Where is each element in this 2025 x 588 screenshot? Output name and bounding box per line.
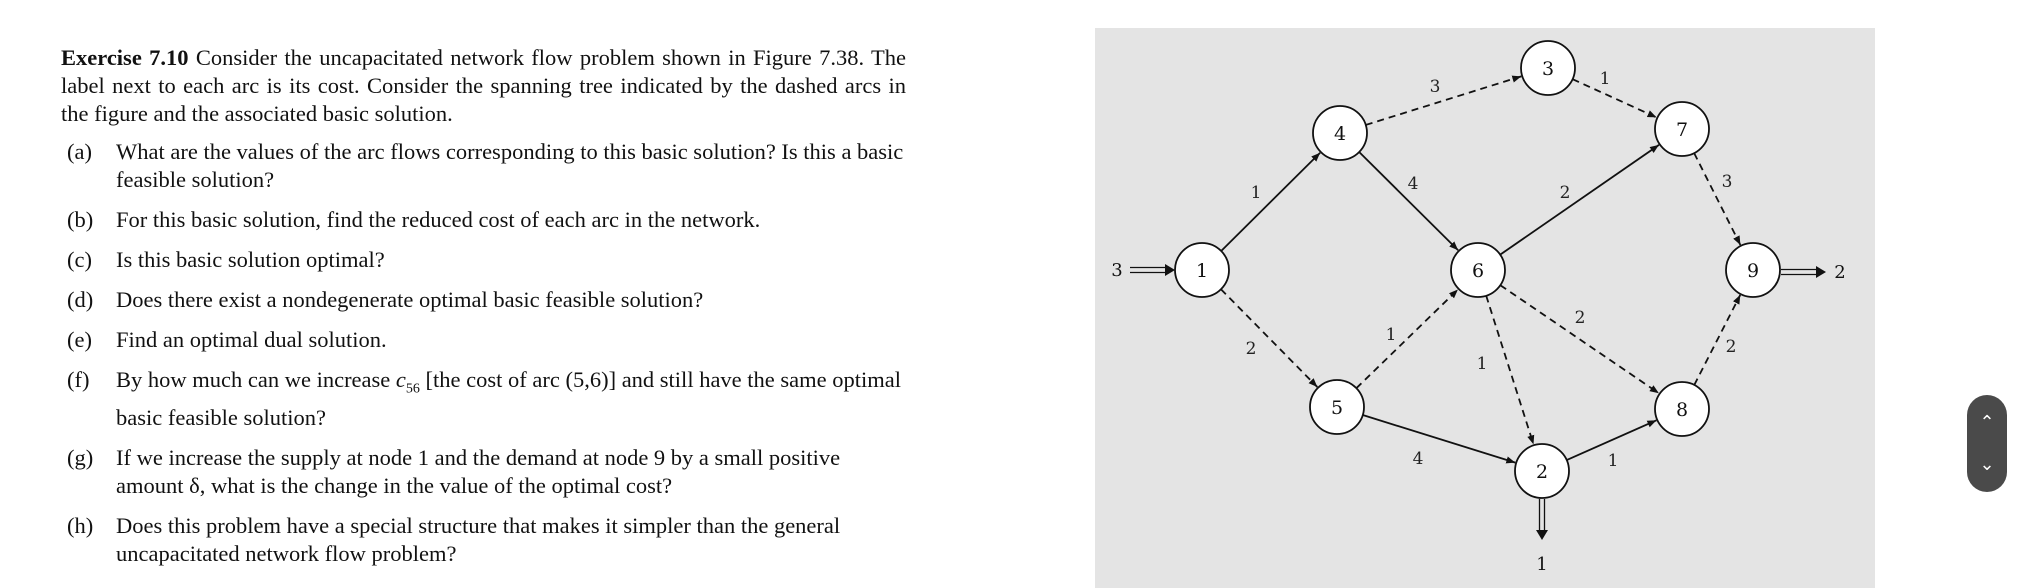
node-4: 4 xyxy=(1312,105,1368,161)
arc-cost-label: 4 xyxy=(1408,174,1419,194)
node-7: 7 xyxy=(1654,101,1710,157)
arc-1-5 xyxy=(1220,288,1318,388)
item-text: Is this basic solution optimal? xyxy=(116,247,385,272)
exercise-item: (d) Does there exist a nondegenerate opti… xyxy=(61,286,906,314)
item-text: By how much can we increase c56 [the cos… xyxy=(116,367,901,430)
node-label: 1 xyxy=(1196,260,1208,282)
node-2: 2 xyxy=(1514,443,1570,499)
arc-cost-label: 2 xyxy=(1560,183,1571,203)
demand-arrow-9 xyxy=(1781,266,1826,278)
arc-7-9 xyxy=(1693,152,1742,246)
node-5: 5 xyxy=(1309,379,1365,435)
flow-amount-label: 1 xyxy=(1536,554,1547,575)
node-label: 3 xyxy=(1542,58,1554,80)
arc-cost-label: 2 xyxy=(1575,308,1586,328)
arc-cost-label: 1 xyxy=(1251,183,1262,203)
item-text: Does this problem have a special structu… xyxy=(116,512,841,566)
exercise-item: (g) If we increase the supply at node 1 a… xyxy=(61,444,906,500)
node-6: 6 xyxy=(1450,242,1506,298)
exercise-intro: Exercise 7.10 Consider the uncapacitated… xyxy=(61,44,906,128)
arc-cost-label: 1 xyxy=(1608,451,1619,471)
arc-cost-label: 1 xyxy=(1477,354,1488,374)
arc-6-7 xyxy=(1499,144,1660,256)
arc-cost-label: 2 xyxy=(1246,339,1257,359)
arc-8-9 xyxy=(1693,294,1742,386)
exercise-label: Exercise 7.10 xyxy=(61,45,189,70)
item-text: What are the values of the arc flows cor… xyxy=(116,139,904,192)
flow-amount-label: 3 xyxy=(1111,260,1122,281)
exercise-item: (h) Does this problem have a special stru… xyxy=(61,512,906,568)
exercise-item: (a) What are the values of the arc flows … xyxy=(61,138,906,194)
node-9: 9 xyxy=(1725,242,1781,298)
item-label: (c) xyxy=(67,247,92,272)
flow-amount-label: 2 xyxy=(1834,262,1845,283)
node-label: 6 xyxy=(1472,260,1484,282)
demand-arrow-2 xyxy=(1536,499,1548,540)
item-text: Does there exist a nondegenerate optimal… xyxy=(116,287,704,312)
item-label: (b) xyxy=(67,207,94,232)
node-3: 3 xyxy=(1520,40,1576,96)
arc-cost-label: 3 xyxy=(1722,172,1733,192)
chevron-down-icon[interactable]: ⌄ xyxy=(1979,454,1995,475)
item-text: If we increase the supply at node 1 and … xyxy=(116,444,841,498)
exercise-item: (e) Find an optimal dual solution. xyxy=(61,326,906,354)
node-label: 4 xyxy=(1334,123,1346,145)
figure-background xyxy=(1095,28,1875,588)
arc-4-6 xyxy=(1358,151,1459,251)
arc-cost-label: 1 xyxy=(1600,69,1611,89)
arc-1-4 xyxy=(1220,152,1321,252)
arc-cost-label: 4 xyxy=(1413,449,1424,469)
chevron-up-icon[interactable]: ⌃ xyxy=(1979,412,1995,433)
item-label: (f) xyxy=(67,367,90,392)
item-label: (d) xyxy=(67,287,94,312)
item-label: (e) xyxy=(67,327,92,352)
arc-cost-label: 2 xyxy=(1726,337,1737,357)
arc-6-8 xyxy=(1499,284,1660,394)
arc-4-3 xyxy=(1365,75,1522,126)
item-text: Find an optimal dual solution. xyxy=(116,327,387,352)
node-label: 2 xyxy=(1536,461,1548,483)
page-scroll-widget: ⌃ ⌄ xyxy=(1967,395,2007,492)
node-8: 8 xyxy=(1654,381,1710,437)
arc-3-7 xyxy=(1572,78,1657,119)
arc-cost-label: 3 xyxy=(1430,77,1441,97)
node-label: 8 xyxy=(1676,399,1688,421)
arc-cost-label: 1 xyxy=(1386,325,1397,345)
node-label: 7 xyxy=(1676,119,1688,141)
item-label: (h) xyxy=(67,512,94,538)
node-label: 9 xyxy=(1747,260,1759,282)
exercise-item: (b) For this basic solution, find the red… xyxy=(61,206,906,234)
node-label: 5 xyxy=(1331,397,1343,419)
exercise-intro-text: Consider the uncapacitated network flow … xyxy=(61,45,907,126)
exercise-text: Exercise 7.10 Consider the uncapacitated… xyxy=(61,44,906,580)
exercise-item: (c) Is this basic solution optimal? xyxy=(61,246,906,274)
item-label: (a) xyxy=(67,139,92,164)
arc-5-2 xyxy=(1362,414,1516,464)
arc-2-8 xyxy=(1566,419,1657,461)
item-text: For this basic solution, find the reduce… xyxy=(116,207,761,232)
node-1: 1 xyxy=(1174,242,1230,298)
supply-arrow xyxy=(1130,264,1175,276)
item-label: (g) xyxy=(67,444,94,470)
exercise-item: (f) By how much can we increase c56 [the … xyxy=(61,366,906,432)
arc-6-2 xyxy=(1485,295,1535,445)
